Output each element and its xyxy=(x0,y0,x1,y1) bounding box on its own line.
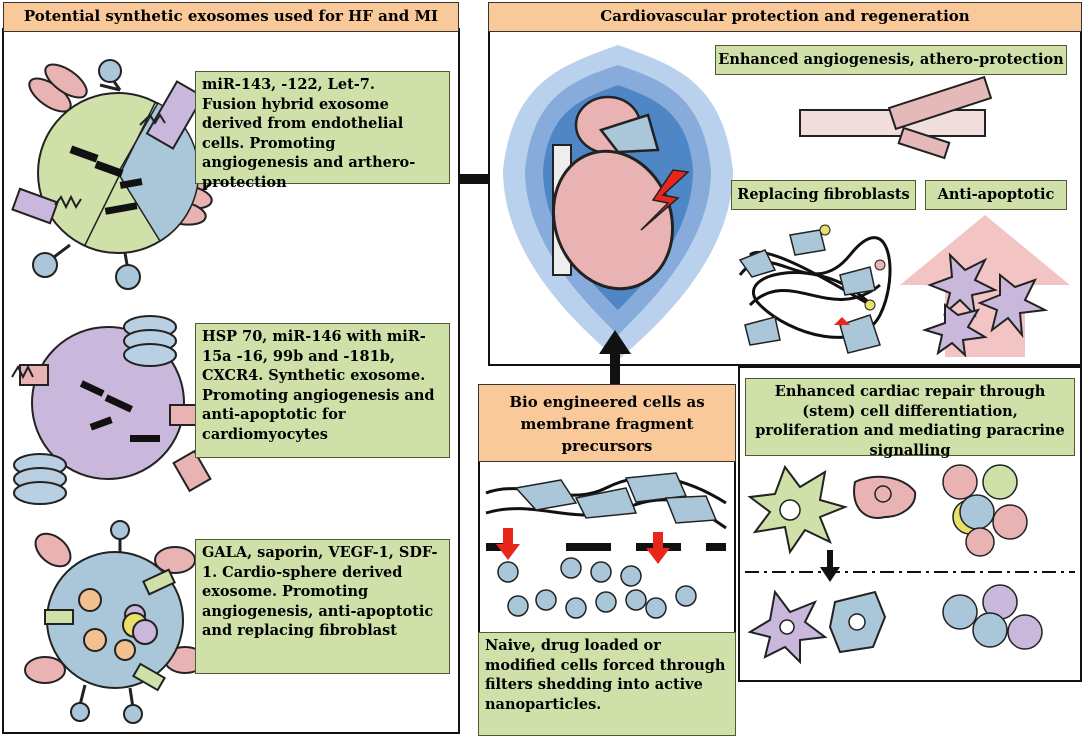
stem-cell-icon xyxy=(745,464,1075,665)
exosome-3-note: GALA, saporin, VEGF-1, SDF-1. Cardio-sph… xyxy=(195,539,450,674)
blood-vessel-icon xyxy=(799,75,993,160)
exosome-icon xyxy=(11,59,213,290)
fibroblast-icon xyxy=(738,224,892,354)
right-panel-title: Cardiovascular protection and regenerati… xyxy=(488,2,1082,32)
left-panel-title: Potential synthetic exosomes used for HF… xyxy=(3,2,459,32)
repair-label: Enhanced cardiac repair through (stem) c… xyxy=(745,378,1075,459)
anti-apoptotic-icon xyxy=(900,215,1070,358)
exosome-icon xyxy=(24,520,206,724)
fibroblasts-label: Replacing fibroblasts xyxy=(731,180,916,210)
exosome-icon xyxy=(11,315,212,505)
membrane-filter-icon xyxy=(485,472,727,619)
membrane-description: Naive, drug loaded or modified cells for… xyxy=(478,632,736,736)
arrow-icon xyxy=(599,330,631,386)
membrane-panel-title: Bio engineered cells as membrane fragmen… xyxy=(478,384,736,462)
exosome-2-note: HSP 70, miR-146 with miR-15a -16, 99b an… xyxy=(195,323,450,458)
heart-icon xyxy=(503,45,733,360)
apoptotic-label: Anti-apoptotic xyxy=(925,180,1067,210)
exosome-1-note: miR-143, -122, Let-7. Fusion hybrid exos… xyxy=(195,71,450,191)
angiogenesis-label: Enhanced angiogenesis, athero-protection xyxy=(715,45,1067,75)
